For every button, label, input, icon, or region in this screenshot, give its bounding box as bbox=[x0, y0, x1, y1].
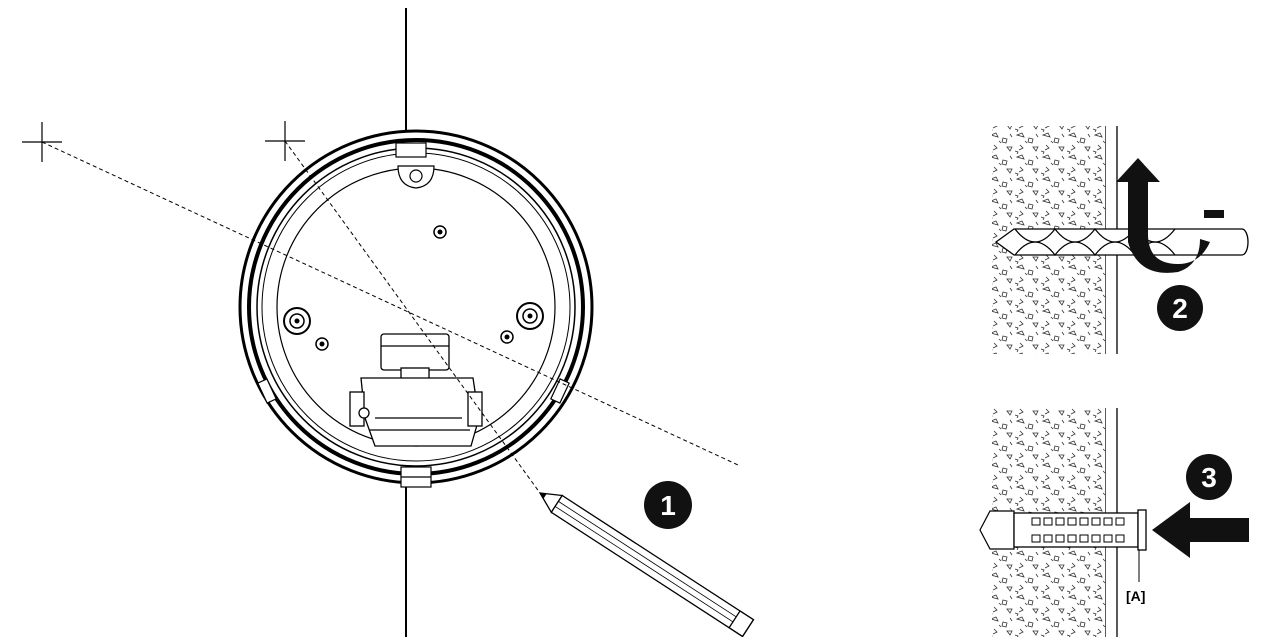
top-clip bbox=[395, 142, 435, 189]
step-1-badge: 1 bbox=[644, 481, 692, 529]
wall-anchor-icon bbox=[1013, 509, 1147, 551]
anchor-step: [A] bbox=[979, 408, 1249, 637]
alignment-line-2 bbox=[284, 140, 541, 494]
screw-hole-left-small bbox=[315, 337, 329, 351]
mount-screw-right bbox=[516, 302, 544, 330]
cable-connector bbox=[349, 333, 483, 447]
drill-step bbox=[992, 126, 1249, 354]
side-tab-left bbox=[257, 378, 277, 404]
camera-base-assembly bbox=[22, 8, 739, 637]
step-2-badge: 2 bbox=[1157, 285, 1203, 331]
screw-hole-right-small bbox=[500, 330, 514, 344]
anchor-label: [A] bbox=[1126, 588, 1145, 604]
step-2-number: 2 bbox=[1172, 293, 1188, 324]
step-1-number: 1 bbox=[660, 490, 676, 521]
push-arrow-icon bbox=[1152, 502, 1249, 558]
alignment-line-1 bbox=[41, 141, 739, 466]
step-3-number: 3 bbox=[1201, 462, 1217, 493]
step-3-badge: 3 bbox=[1186, 454, 1232, 500]
pencil-icon bbox=[538, 492, 755, 637]
drill-bit-icon bbox=[994, 228, 1249, 256]
mount-screw-left bbox=[283, 307, 311, 335]
screw-hole-top bbox=[433, 225, 447, 239]
bottom-clip bbox=[400, 466, 432, 488]
rotation-arrow-icon bbox=[1116, 158, 1224, 273]
